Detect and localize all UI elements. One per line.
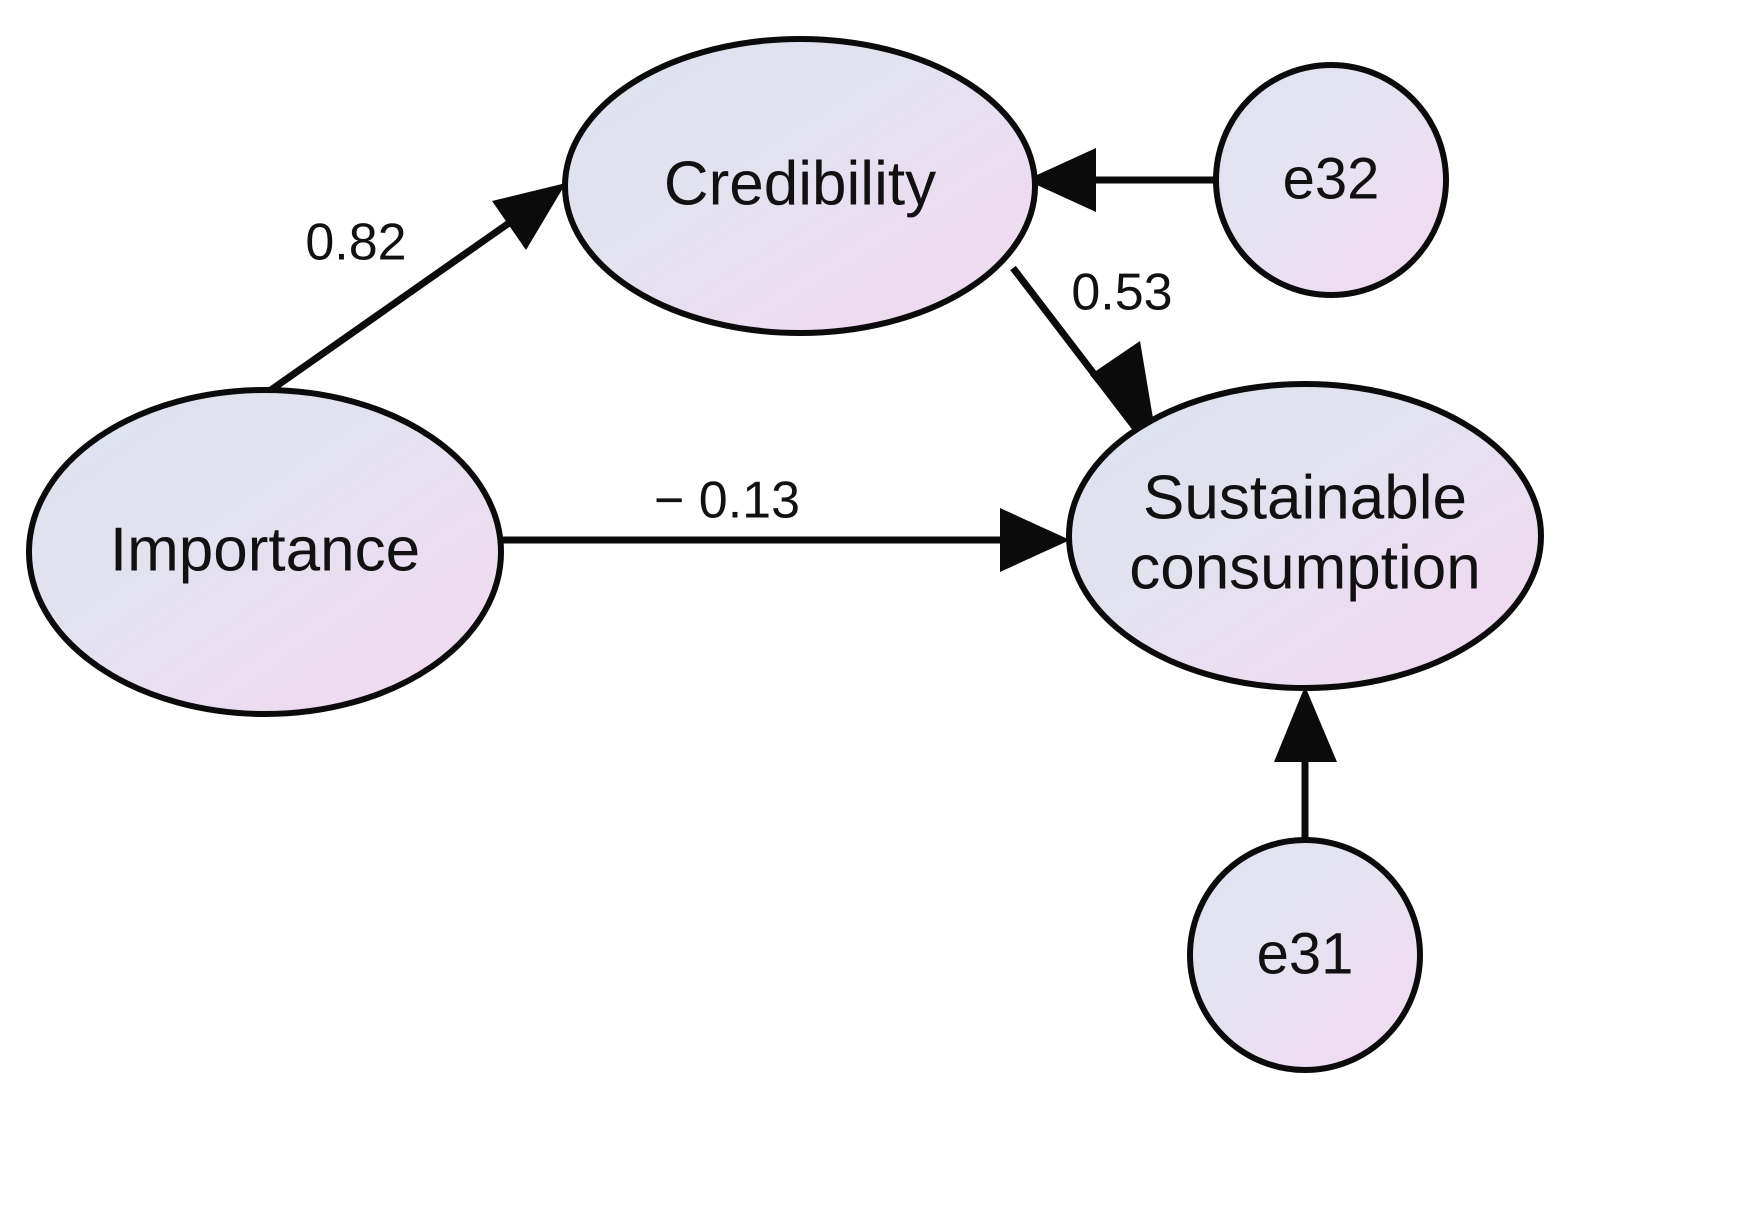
edge-label-importance-credibility: 0.82 — [305, 214, 406, 272]
node-label-sustainable-consumption-line2: consumption — [1129, 533, 1481, 602]
node-shape-e31[interactable] — [1187, 837, 1423, 1073]
node-shape-importance[interactable] — [26, 387, 504, 717]
edge-e32-to-credibility — [1026, 148, 1216, 212]
node-label-importance: Importance — [110, 515, 420, 584]
node-importance[interactable]: Importance — [26, 387, 504, 717]
node-sustainable-consumption[interactable]: Sustainable consumption — [1066, 381, 1544, 691]
node-label-credibility: Credibility — [664, 149, 936, 218]
edge-label-importance-sustainable: − 0.13 — [654, 472, 800, 530]
arrowhead-sustainable-in-left — [1000, 508, 1070, 572]
edge-e31-to-sustainable-consumption — [1274, 686, 1337, 840]
node-label-sustainable-consumption-line1: Sustainable — [1143, 463, 1467, 532]
edge-line-importance-credibility — [255, 213, 522, 402]
edge-label-credibility-sustainable: 0.53 — [1071, 264, 1172, 322]
arrowhead-credibility-in-right — [1026, 148, 1096, 212]
arrowhead-sustainable-in-bottom — [1274, 686, 1337, 762]
node-shape-sustainable-consumption[interactable] — [1066, 381, 1544, 691]
edge-importance-to-sustainable-consumption: − 0.13 — [500, 472, 1070, 572]
node-e32[interactable]: e32 — [1213, 62, 1449, 298]
node-label-e31: e31 — [1257, 921, 1354, 986]
edge-importance-to-credibility: 0.82 — [255, 183, 566, 402]
node-shape-credibility[interactable] — [562, 36, 1038, 336]
node-shape-e32[interactable] — [1213, 62, 1449, 298]
node-label-e32: e32 — [1283, 146, 1380, 211]
arrowhead-credibility-in — [492, 183, 566, 250]
node-e31[interactable]: e31 — [1187, 837, 1423, 1073]
node-credibility[interactable]: Credibility — [562, 36, 1038, 336]
